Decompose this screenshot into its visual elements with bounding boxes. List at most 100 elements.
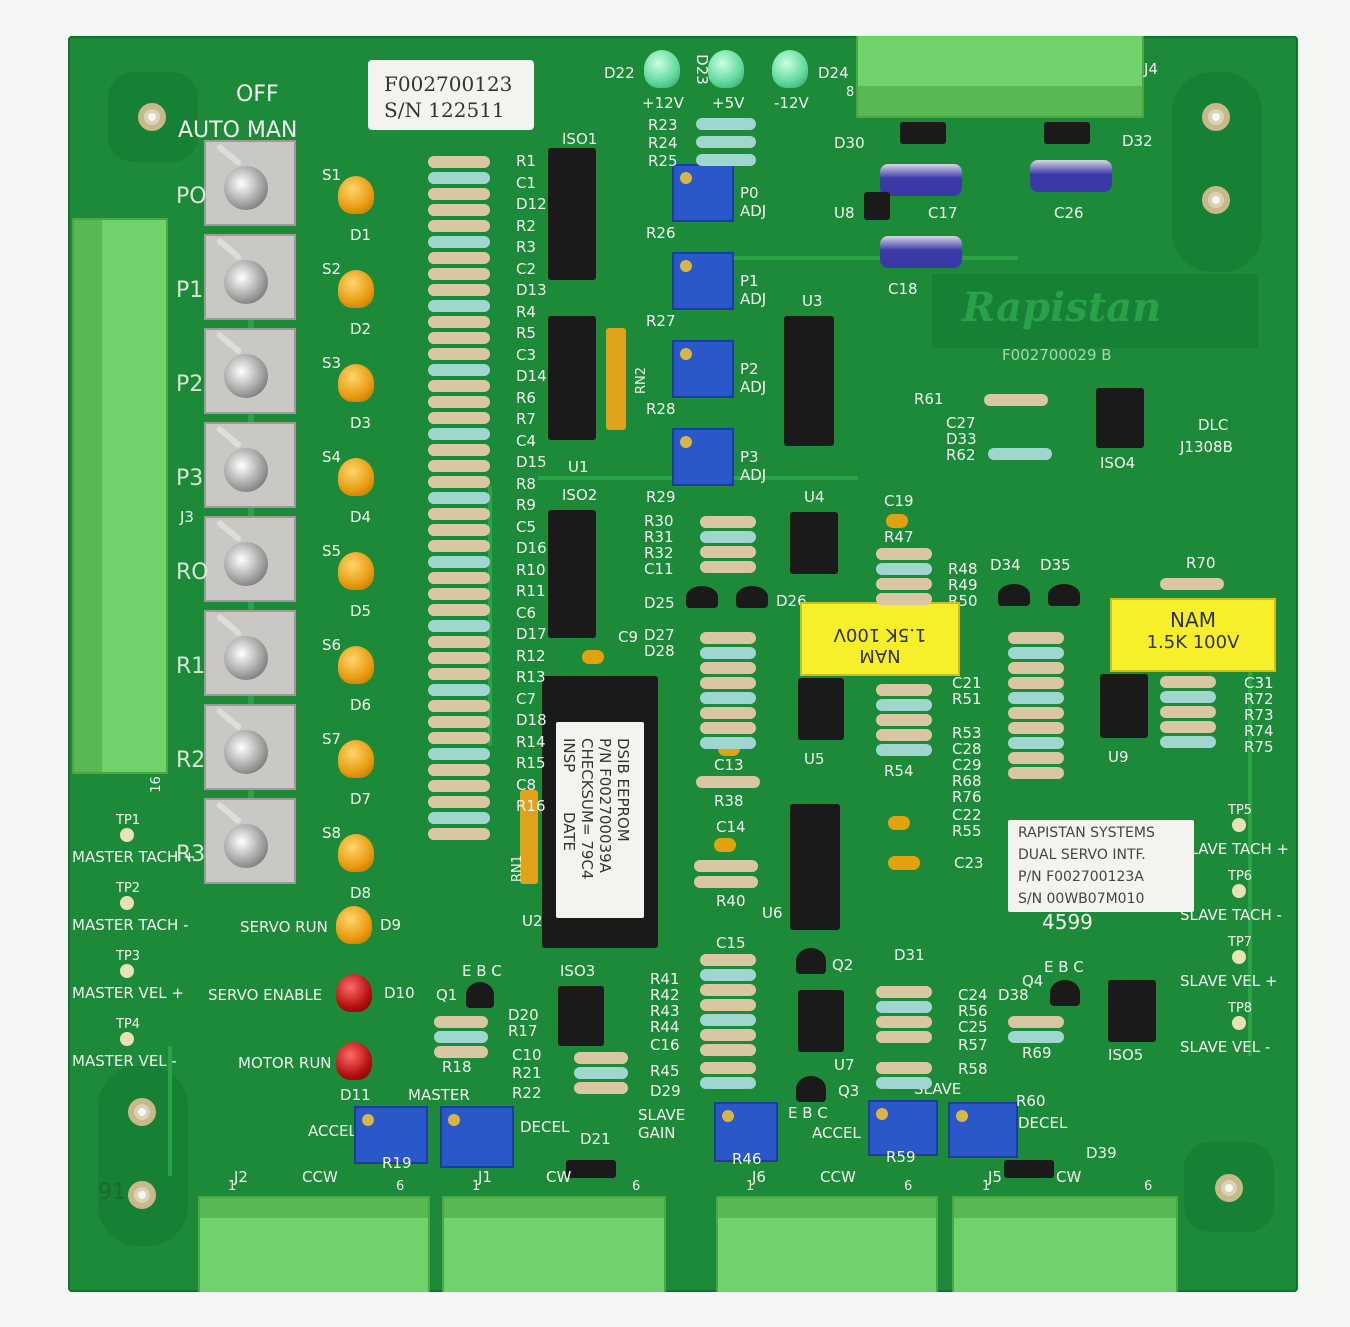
toggle-switch[interactable]: [204, 610, 296, 696]
slave-decel-trimpot[interactable]: [948, 1102, 1018, 1158]
component-label: C3: [516, 345, 537, 364]
component-label: D15: [516, 453, 547, 471]
test-point[interactable]: [120, 828, 134, 842]
d11-label: D11: [340, 1086, 371, 1104]
mounting-pad: [98, 1066, 188, 1246]
iso2-chip: [548, 510, 596, 638]
resistor: [696, 154, 756, 166]
trimpot-p0[interactable]: [672, 164, 734, 222]
toggle-switch[interactable]: [204, 234, 296, 320]
status-led: [338, 364, 374, 402]
servo-run-led: [336, 906, 372, 944]
rn1-label: RN1: [510, 854, 526, 883]
capacitor: [582, 650, 604, 664]
resistor: [428, 636, 490, 648]
resistor: [876, 563, 932, 575]
resistor: [876, 1001, 932, 1013]
rapistan-logo: Rapistan: [962, 284, 1162, 331]
resistor: [1008, 662, 1064, 674]
toggle-switch[interactable]: [204, 140, 296, 226]
resistor: [700, 999, 756, 1011]
r17-label: R17: [508, 1022, 538, 1040]
resistor: [428, 524, 490, 536]
diode: [736, 586, 768, 608]
resistor: [876, 729, 932, 741]
resistor: [1160, 721, 1216, 733]
master-decel-trimpot[interactable]: [440, 1106, 514, 1168]
resistor: [700, 969, 756, 981]
diode: [566, 1160, 616, 1178]
resistor: [1160, 691, 1216, 703]
toggle-switch[interactable]: [204, 422, 296, 508]
q2-label: Q2: [832, 956, 854, 974]
pot-label: P0: [740, 184, 759, 202]
capacitor: [886, 514, 908, 528]
switch-stub-label: R1: [176, 654, 206, 679]
slave-gain-trimpot[interactable]: [714, 1102, 778, 1162]
resistor-network: [606, 328, 626, 430]
trimpot-p1[interactable]: [672, 252, 734, 310]
iso3-label: ISO3: [560, 962, 596, 980]
status-led: [338, 740, 374, 778]
test-point[interactable]: [1232, 818, 1246, 832]
diode: [900, 122, 946, 144]
test-point[interactable]: [1232, 1016, 1246, 1030]
c16-label: C16: [650, 1036, 680, 1054]
resistor: [428, 732, 490, 744]
component-label: R25: [648, 152, 678, 170]
component-label: C6: [516, 603, 537, 622]
eeprom-title: DSIB EEPROM: [614, 738, 632, 842]
resistor: [428, 380, 490, 392]
led-label: D2: [350, 320, 372, 338]
test-point[interactable]: [120, 964, 134, 978]
r22-label: R22: [512, 1084, 542, 1102]
toggle-switch[interactable]: [204, 328, 296, 414]
trimpot-p2[interactable]: [672, 340, 734, 398]
component-label: C4: [516, 431, 537, 450]
component-label: D14: [516, 367, 547, 385]
u6-label: U6: [762, 904, 783, 922]
resistor: [434, 1031, 488, 1043]
resistor: [428, 700, 490, 712]
cap-value: 1.5K 100V: [833, 624, 927, 645]
sticker-part-number: F002700123: [384, 72, 513, 96]
resistor: [428, 444, 490, 456]
rn2-label: RN2: [634, 366, 650, 395]
test-point[interactable]: [120, 896, 134, 910]
resistor: [984, 394, 1048, 406]
terminal-block-j1: [442, 1196, 666, 1292]
r40-label: R40: [716, 892, 746, 910]
resistor: [1160, 578, 1224, 590]
cap-brand: NAM: [1170, 608, 1216, 632]
test-point-label: TP2: [116, 881, 141, 896]
r59-label: R59: [886, 1148, 916, 1166]
d28-label: D28: [644, 642, 675, 660]
u1-chip: [548, 316, 596, 440]
iso1-label: ISO1: [562, 130, 598, 148]
eeprom-date: DATE: [560, 812, 578, 852]
resistor: [428, 476, 490, 488]
component-label: R16: [516, 797, 546, 815]
slave-accel-trimpot[interactable]: [868, 1100, 938, 1156]
test-point-label: TP7: [1228, 935, 1253, 950]
led-label: D4: [350, 508, 372, 526]
switch-stub-label: R3: [176, 842, 206, 867]
toggle-switch[interactable]: [204, 516, 296, 602]
resistor: [876, 1031, 932, 1043]
trimpot-p3[interactable]: [672, 428, 734, 486]
master-accel-trimpot[interactable]: [354, 1106, 428, 1164]
c9-label: C9: [618, 628, 639, 646]
c23-label: C23: [954, 854, 984, 872]
test-point[interactable]: [1232, 884, 1246, 898]
resistor: [696, 136, 756, 148]
test-point[interactable]: [120, 1032, 134, 1046]
terminal-block-j6: [716, 1196, 938, 1292]
u6-chip: [790, 804, 840, 930]
test-point[interactable]: [1232, 950, 1246, 964]
switch-label: S1: [322, 166, 342, 184]
resistor: [876, 1062, 932, 1074]
resistor: [700, 954, 756, 966]
toggle-switch[interactable]: [204, 798, 296, 884]
toggle-switch[interactable]: [204, 704, 296, 790]
resistor: [428, 540, 490, 552]
